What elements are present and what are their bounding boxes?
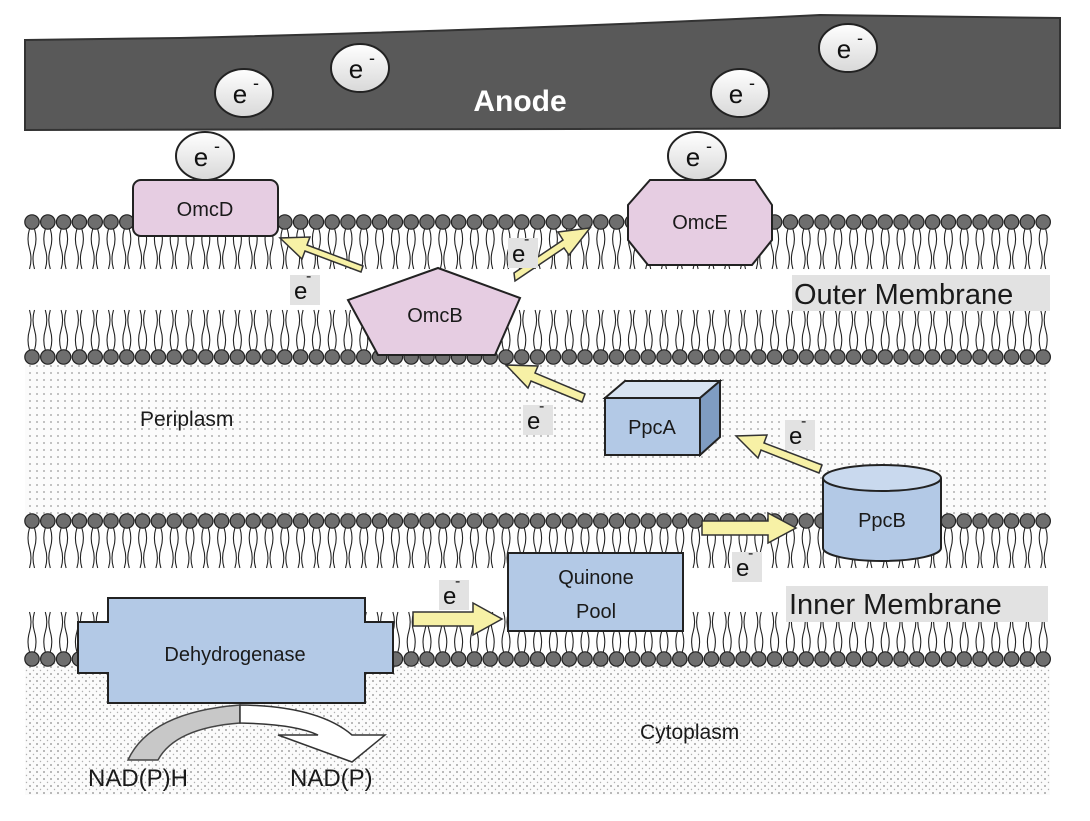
electron-charge: - (306, 268, 311, 285)
omce-protein (627, 179, 773, 266)
inner-membrane-label: Inner Membrane (789, 589, 1002, 621)
electron-symbol: e (736, 555, 749, 582)
arrow-electron-label: e- (508, 231, 538, 268)
electron-charge: - (369, 48, 375, 68)
electron-symbol: e (512, 241, 525, 268)
electron-charge: - (748, 545, 753, 562)
electron-bubble: e- (214, 68, 274, 118)
electron-charge: - (214, 136, 220, 156)
arrow-electron-label: e- (523, 398, 553, 435)
dehydrogenase-protein (77, 597, 394, 704)
quinone-label-line2: Pool (576, 601, 616, 623)
electron-charge: - (801, 413, 806, 430)
electron-symbol: e (686, 142, 700, 172)
electron-bubble: e- (818, 23, 878, 73)
outer-membrane-label-box (792, 275, 1050, 311)
electron-symbol: e (443, 583, 456, 610)
electron-bubble: e- (330, 43, 390, 93)
electron-symbol: e (729, 79, 743, 109)
ppca-label: PpcA (628, 417, 676, 439)
electron-symbol: e (837, 34, 851, 64)
cytoplasm-label: Cytoplasm (640, 721, 739, 744)
anode-label: Anode (473, 85, 566, 118)
electron-symbol: e (294, 278, 307, 305)
electron-symbol: e (233, 79, 247, 109)
arrow-omcb-to-omcd (278, 236, 364, 273)
outer-membrane-label: Outer Membrane (794, 279, 1013, 311)
omcd-label: OmcD (177, 199, 234, 221)
electron-charge: - (857, 28, 863, 48)
electron-bubble: e- (667, 131, 727, 181)
arrow-electron-label: e- (732, 545, 762, 582)
transfer-arrows (278, 227, 823, 637)
quinone-pool (507, 552, 684, 632)
electron-charge: - (706, 136, 712, 156)
inner-membrane-label-box (786, 586, 1048, 622)
arrow-quinone-to-ppcb (701, 511, 798, 545)
electron-symbol: e (527, 408, 540, 435)
ppcb-label: PpcB (858, 510, 906, 532)
arrow-electron-label: e- (290, 268, 320, 305)
dehydrogenase-label: Dehydrogenase (164, 644, 305, 666)
arrow-electron-label: e- (439, 573, 469, 610)
arrow-dehydrogenase-to-quinone (412, 601, 504, 637)
nadp-label: NAD(P) (290, 765, 373, 792)
omcb-label: OmcB (407, 305, 463, 327)
electron-symbol: e (194, 142, 208, 172)
electron-bubble: e- (710, 68, 770, 118)
ppca-protein (602, 378, 723, 458)
arrow-electron-labels: e-e-e-e-e-e- (290, 231, 815, 610)
periplasm-label: Periplasm (140, 408, 233, 431)
quinone-label-line1: Quinone (558, 567, 634, 589)
arrow-ppcb-to-ppca (734, 434, 823, 474)
electron-bubbles: e-e-e-e-e-e- (175, 23, 878, 181)
ppcb-protein (822, 464, 942, 562)
omcb-protein (346, 266, 522, 356)
omcd-protein (132, 179, 279, 237)
anode-electrode (24, 13, 1061, 132)
electron-symbol: e (349, 54, 363, 84)
arrow-electron-label: e- (785, 413, 815, 450)
electron-charge: - (455, 573, 460, 590)
arrow-ppca-to-omcb (504, 364, 586, 403)
electron-charge: - (539, 398, 544, 415)
electron-symbol: e (789, 423, 802, 450)
electron-bubble: e- (175, 131, 235, 181)
nadp-arrow (239, 704, 388, 763)
electron-charge: - (253, 73, 259, 93)
nadph-label: NAD(P)H (88, 765, 188, 792)
omce-label: OmcE (672, 212, 728, 234)
electron-charge: - (524, 231, 529, 248)
electron-charge: - (749, 73, 755, 93)
